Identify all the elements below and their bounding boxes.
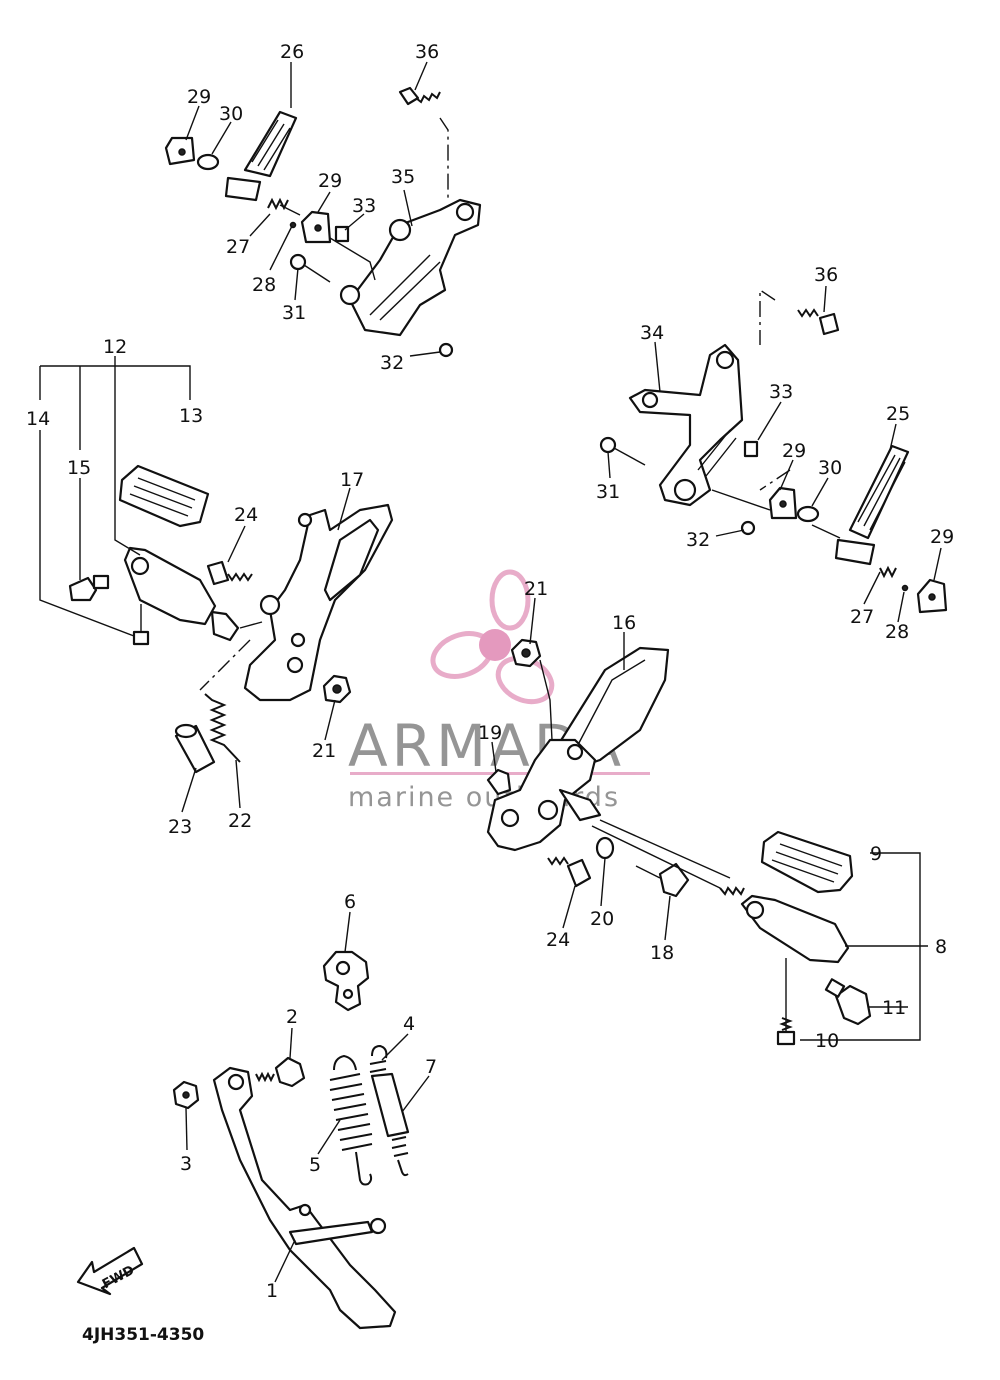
callout-22: 22 xyxy=(228,810,252,832)
callout-labels: 26 36 29 30 29 35 33 27 28 31 32 36 34 3… xyxy=(26,41,954,1302)
callout-29c: 29 xyxy=(782,440,806,462)
passenger-bracket-left xyxy=(339,198,482,337)
callout-36b: 36 xyxy=(814,264,838,286)
callout-7: 7 xyxy=(425,1056,437,1078)
pivot-bolt-2 xyxy=(255,1056,306,1088)
callout-28b: 28 xyxy=(885,621,909,643)
diagram-code: 4JH351-4350 xyxy=(82,1325,204,1345)
callout-5: 5 xyxy=(309,1154,321,1176)
footrest-left-rear xyxy=(224,110,298,202)
callout-1: 1 xyxy=(266,1280,278,1302)
callout-10: 10 xyxy=(815,1030,839,1052)
callout-20: 20 xyxy=(590,908,614,930)
callout-27a: 27 xyxy=(226,236,250,258)
bolt-24b xyxy=(547,856,592,888)
callout-13: 13 xyxy=(179,405,203,427)
passenger-bracket-right xyxy=(628,343,744,507)
callout-29a: 29 xyxy=(187,86,211,108)
callout-14: 14 xyxy=(26,408,50,430)
callout-32a: 32 xyxy=(380,352,404,374)
callout-30b: 30 xyxy=(818,457,842,479)
callout-17: 17 xyxy=(340,469,364,491)
callout-2: 2 xyxy=(286,1006,298,1028)
washer-20 xyxy=(595,836,615,860)
callout-34: 34 xyxy=(640,322,664,344)
nut-32b xyxy=(740,520,756,536)
callout-21b: 21 xyxy=(524,578,548,600)
bolt-36a xyxy=(398,86,441,106)
bolt-36b xyxy=(797,308,840,336)
bracket-6 xyxy=(322,950,370,1012)
footrest-right-rear xyxy=(834,444,910,566)
callout-21a: 21 xyxy=(312,740,336,762)
callout-33b: 33 xyxy=(769,381,793,403)
bolt-14 xyxy=(132,604,150,646)
damper-15 xyxy=(68,574,110,602)
callout-8: 8 xyxy=(935,936,947,958)
footrest-left-front xyxy=(118,464,240,642)
callout-30a: 30 xyxy=(219,103,243,125)
spring-22 xyxy=(204,693,241,763)
nut-21b xyxy=(510,638,542,668)
bolt-24a xyxy=(206,560,253,586)
rider-bracket-left xyxy=(243,503,394,702)
nut-3 xyxy=(172,1080,200,1110)
spring-5 xyxy=(329,1054,373,1186)
callout-27b: 27 xyxy=(850,606,874,628)
callout-4: 4 xyxy=(403,1013,415,1035)
callout-16: 16 xyxy=(612,612,636,634)
bolt-31b xyxy=(599,436,646,466)
callout-35: 35 xyxy=(391,166,415,188)
callout-18: 18 xyxy=(650,942,674,964)
callout-28a: 28 xyxy=(252,274,276,296)
callout-9: 9 xyxy=(870,843,882,865)
nut-32a xyxy=(438,342,454,358)
callout-11: 11 xyxy=(882,997,906,1019)
callout-23: 23 xyxy=(168,816,192,838)
callout-25: 25 xyxy=(886,403,910,425)
footrest-right-front xyxy=(719,830,854,964)
callout-29d: 29 xyxy=(930,526,954,548)
sidestand-1 xyxy=(212,1066,397,1330)
propeller-logo-icon xyxy=(430,569,555,705)
callout-19: 19 xyxy=(478,722,502,744)
callout-24b: 24 xyxy=(546,929,570,951)
callout-24a: 24 xyxy=(234,504,258,526)
pin-33a xyxy=(334,225,350,243)
callout-32b: 32 xyxy=(686,529,710,551)
callout-26: 26 xyxy=(280,41,304,63)
callout-29b: 29 xyxy=(318,170,342,192)
callout-33a: 33 xyxy=(352,195,376,217)
callout-31b: 31 xyxy=(596,481,620,503)
callout-3: 3 xyxy=(180,1153,192,1175)
nut-21a xyxy=(322,674,352,704)
callout-31a: 31 xyxy=(282,302,306,324)
spring-4-7 xyxy=(369,1044,410,1177)
callout-15: 15 xyxy=(67,457,91,479)
pin-33b xyxy=(743,440,759,458)
leader-lines xyxy=(39,61,942,1283)
callout-36a: 36 xyxy=(415,41,439,63)
damper-30a xyxy=(196,153,220,171)
callout-6: 6 xyxy=(344,891,356,913)
spring-27b xyxy=(879,565,897,579)
bolt-10 xyxy=(776,958,796,1046)
rider-bracket-right xyxy=(486,646,670,852)
callout-12: 12 xyxy=(103,336,127,358)
fwd-arrow-icon: FWD xyxy=(76,1246,144,1296)
damper-30b xyxy=(796,505,820,523)
damper-11 xyxy=(824,978,872,1026)
